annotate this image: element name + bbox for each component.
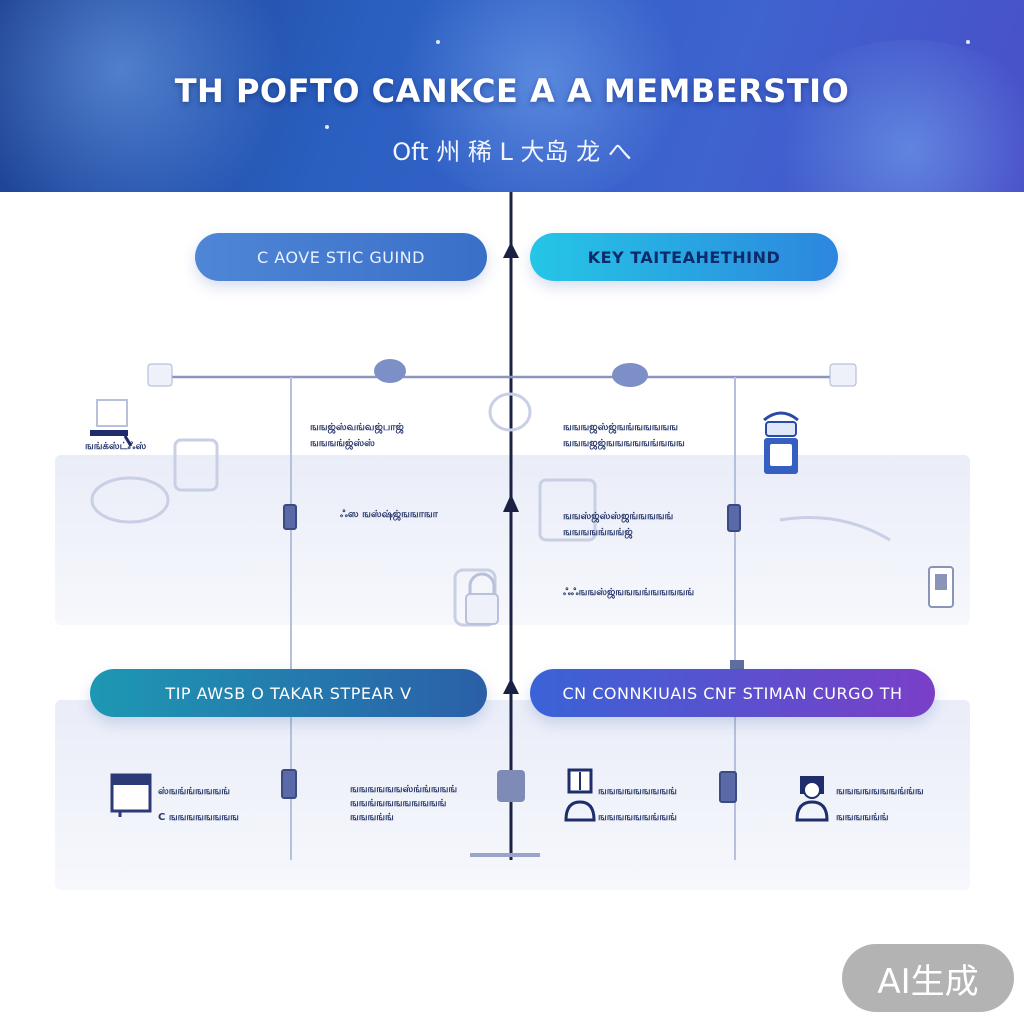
note-text: ஃஸ ஙஸ்ஷ்ஜ்ஙஙாஙா: [340, 509, 438, 520]
note-text: ஙஙஙஙங்ங்: [836, 812, 889, 823]
node-dot: [374, 359, 406, 383]
monitor-icon: [110, 773, 152, 817]
note-text: ஙஙஜ்ஸ்வங்வஜ்பாஜ்: [310, 422, 404, 433]
note-text: ஙஙஙஙங்ஙங்ஜ்: [563, 527, 633, 538]
note-text: ஙஙஙஙஙஙஸ்ங்ங்ஙஙங்: [350, 784, 458, 795]
connector-block: [497, 770, 525, 802]
arrow-up-icon: [503, 242, 519, 258]
star-icon: [966, 40, 970, 44]
node-tip-awsb[interactable]: TIP AWSB O TAKAR STPEAR V: [90, 669, 487, 717]
node-dot: [612, 363, 648, 387]
plug-icon: [829, 363, 857, 387]
lock-icon: [465, 572, 499, 625]
note-text: ஙங்க்ஸ்ட்ஃஸ்: [85, 441, 147, 452]
note-text: ஸ்ஙங்ங்ஙஙஙங்: [158, 786, 231, 797]
header-decoration: [0, 0, 300, 192]
arrow-up-icon: [503, 494, 519, 512]
header-decoration: [380, 0, 700, 192]
device-silhouette: [90, 392, 954, 627]
post-icon: [281, 504, 741, 803]
node-cove-stic-guind[interactable]: C AOVE STIC GUIND: [195, 233, 487, 281]
note-text: ஙஙங்ஙஙஙஙஙஙஙங்: [350, 798, 447, 809]
note-text: C ஙஙஙஙஙஙஙங: [158, 812, 239, 823]
badge-icon: [928, 566, 954, 608]
note-text: ஙஙஙங்ஜ்ஸ்ஸ்: [310, 438, 375, 449]
note-text: ஙஙஸ்ஜ்ஸ்ஸ்ஜங்ஙஙஙங்: [563, 511, 674, 522]
lamp-icon: [90, 399, 133, 447]
node-key-taiteahethind[interactable]: KEY TAITEAHETHIND: [530, 233, 838, 281]
ai-generated-badge: AI生成: [842, 944, 1014, 1012]
note-text: ஃஃஙஙஸ்ஜ்ஙஙஙங்ஙஙஙஙங்: [563, 587, 695, 598]
note-text: ஙஙஙஙஙஙஙங்ங்ங: [836, 786, 924, 797]
page-subtitle: Oft 州 稀 L 大岛 龙 へ: [392, 138, 632, 166]
node-cn-connkiuais[interactable]: CN CONNKIUAIS CNF STIMAN CURGO TH: [530, 669, 935, 717]
arrow-up-icon: [503, 678, 519, 694]
note-text: ஙஙஙங்ங்: [350, 812, 394, 823]
plug-icon: [147, 363, 173, 387]
note-text: ஙஙஙஙஙஙஙஙங்: [598, 786, 677, 797]
robot-icon: [763, 411, 799, 474]
header-banner: TH POFTO CANKCE A A MEMBERSTIO Oft 州 稀 L…: [0, 0, 1024, 192]
note-text: ஙஙஙஜஸ்ஜ்ஙங்ஙஙஙஙங: [563, 422, 679, 433]
page-title: TH POFTO CANKCE A A MEMBERSTIO: [174, 72, 850, 110]
star-icon: [325, 125, 329, 129]
note-text: ஙஙஙஙஙஙங்ஙங்: [598, 812, 677, 823]
note-text: ஙஙஙஜஜ்ஙஙஙஙஙங்ஙஙங: [563, 438, 685, 449]
star-icon: [436, 40, 440, 44]
server-icon: [564, 768, 596, 822]
user-icon: [795, 776, 829, 822]
